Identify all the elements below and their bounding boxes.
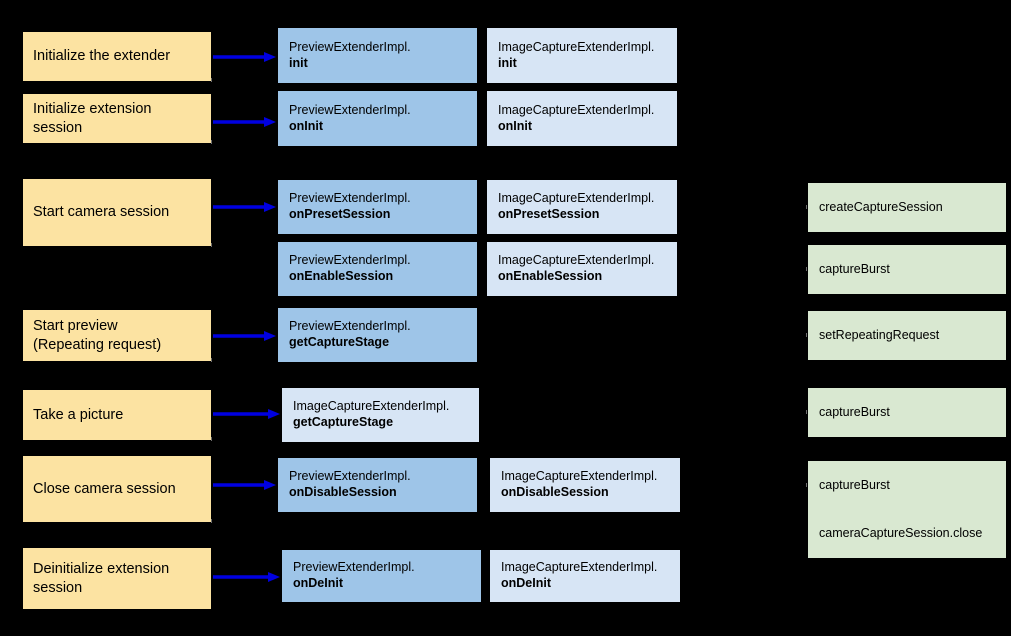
camera2-api-box-captureburst-2: captureBurst	[808, 388, 1006, 437]
class-name: PreviewExtenderImpl.	[289, 102, 411, 117]
stage-label-line: Initialize the extender	[33, 48, 171, 65]
preview-extender-box-preview-getcapturestage: PreviewExtenderImpl.getCaptureStage	[278, 308, 477, 362]
method-name: onEnableSession	[498, 269, 603, 283]
guide-tick	[211, 358, 212, 362]
method-name: onInit	[289, 118, 324, 133]
stage-label-line: Start preview	[33, 318, 118, 335]
method-name: init	[289, 55, 308, 70]
guide-tick	[806, 333, 807, 337]
stage-box-close-camera-session: Close camera session	[23, 456, 211, 522]
camera2-api-label: createCaptureSession	[819, 199, 943, 214]
image-capture-extender-box-capture-getcapturestage: ImageCaptureExtenderImpl.getCaptureStage	[282, 388, 479, 442]
flow-arrow-init-extender	[213, 52, 276, 62]
class-name: PreviewExtenderImpl.	[289, 469, 411, 484]
class-name: PreviewExtenderImpl.	[289, 191, 411, 206]
class-name: ImageCaptureExtenderImpl.	[293, 399, 450, 414]
method-name: onDeInit	[501, 576, 551, 590]
stage-label-line: Start camera session	[33, 204, 170, 221]
flow-arrow-deinit-extension-session	[213, 572, 280, 582]
guide-tick	[806, 205, 807, 209]
method-name: onDisableSession	[501, 485, 609, 499]
camera2-api-label: setRepeatingRequest	[819, 327, 940, 342]
guide-tick	[211, 140, 212, 144]
flow-arrow-close-camera-session	[213, 480, 276, 490]
flow-arrow-init-extension-session	[213, 117, 276, 127]
class-name: ImageCaptureExtenderImpl.	[498, 253, 655, 268]
stage-label-line: Initialize extension	[33, 101, 152, 118]
stage-box-init-extender: Initialize the extender	[23, 32, 211, 81]
class-name: ImageCaptureExtenderImpl.	[498, 102, 655, 117]
flow-arrow-start-camera-session	[213, 202, 276, 212]
method-name: onDeInit	[293, 576, 343, 590]
method-name: getCaptureStage	[289, 335, 390, 349]
camera2-api-label: captureBurst	[819, 404, 890, 419]
stage-label-line: session	[33, 119, 83, 136]
stage-box-take-a-picture: Take a picture	[23, 390, 211, 440]
stage-label-line: Take a picture	[33, 406, 124, 423]
method-name: onPresetSession	[289, 207, 391, 221]
class-name: ImageCaptureExtenderImpl.	[498, 39, 655, 54]
camera2-api-box-createcapturesession: createCaptureSession	[808, 183, 1006, 232]
image-capture-extender-box-capture-ondeinit: ImageCaptureExtenderImpl.onDeInit	[490, 550, 680, 602]
image-capture-extender-box-capture-onpresetsession: ImageCaptureExtenderImpl.onPresetSession	[487, 180, 677, 234]
flow-arrow-take-a-picture	[213, 409, 280, 419]
camera2-api-label: captureBurst	[819, 477, 890, 492]
stage-label-line: session	[33, 579, 83, 596]
camera2-api-box-captureburst-1: captureBurst	[808, 245, 1006, 294]
preview-extender-box-preview-onpresetsession: PreviewExtenderImpl.onPresetSession	[278, 180, 477, 234]
stage-label-line: (Repeating request)	[33, 336, 162, 353]
preview-extender-box-preview-onenablesession: PreviewExtenderImpl.onEnableSession	[278, 242, 477, 296]
method-name: onEnableSession	[289, 269, 394, 283]
camera2-api-box-captureburst-3: captureBurst	[808, 461, 1006, 510]
method-name: onPresetSession	[498, 207, 600, 221]
camera2-api-box-setrepeatingrequest: setRepeatingRequest	[808, 311, 1006, 360]
image-capture-extender-box-capture-onenablesession: ImageCaptureExtenderImpl.onEnableSession	[487, 242, 677, 296]
camera2-api-label: captureBurst	[819, 261, 890, 276]
class-name: PreviewExtenderImpl.	[289, 253, 411, 268]
camera2-api-label: cameraCaptureSession.close	[819, 526, 983, 541]
preview-extender-box-preview-init: PreviewExtenderImpl.init	[278, 28, 477, 83]
guide-tick	[211, 243, 212, 247]
preview-extender-box-preview-ondisablesession: PreviewExtenderImpl.onDisableSession	[278, 458, 477, 512]
guide-tick	[211, 78, 212, 82]
method-name: getCaptureStage	[293, 415, 394, 429]
stage-box-start-camera-session: Start camera session	[23, 179, 211, 246]
stage-box-start-preview: Start preview(Repeating request)	[23, 310, 211, 361]
class-name: PreviewExtenderImpl.	[293, 560, 415, 575]
class-name: ImageCaptureExtenderImpl.	[501, 560, 658, 575]
method-name: onInit	[498, 118, 533, 133]
guide-tick	[806, 410, 807, 414]
stage-label-line: Deinitialize extension	[33, 561, 170, 578]
guide-tick	[211, 519, 212, 523]
flow-arrow-start-preview	[213, 331, 276, 341]
guide-tick	[806, 483, 807, 487]
method-name: onDisableSession	[289, 485, 397, 499]
image-capture-extender-box-capture-init: ImageCaptureExtenderImpl.init	[487, 28, 677, 83]
image-capture-extender-box-capture-ondisablesession: ImageCaptureExtenderImpl.onDisableSessio…	[490, 458, 680, 512]
class-name: ImageCaptureExtenderImpl.	[501, 469, 658, 484]
guide-tick	[211, 437, 212, 441]
class-name: ImageCaptureExtenderImpl.	[498, 191, 655, 206]
guide-tick	[806, 267, 807, 271]
stage-label-line: Close camera session	[33, 480, 176, 497]
method-name: init	[498, 55, 517, 70]
preview-extender-box-preview-oninit: PreviewExtenderImpl.onInit	[278, 91, 477, 146]
camera2-api-box-cameracapturesession-close: cameraCaptureSession.close	[808, 510, 1006, 558]
image-capture-extender-box-capture-oninit: ImageCaptureExtenderImpl.onInit	[487, 91, 677, 146]
preview-extender-box-preview-ondeinit: PreviewExtenderImpl.onDeInit	[282, 550, 481, 602]
class-name: PreviewExtenderImpl.	[289, 319, 411, 334]
class-name: PreviewExtenderImpl.	[289, 39, 411, 54]
